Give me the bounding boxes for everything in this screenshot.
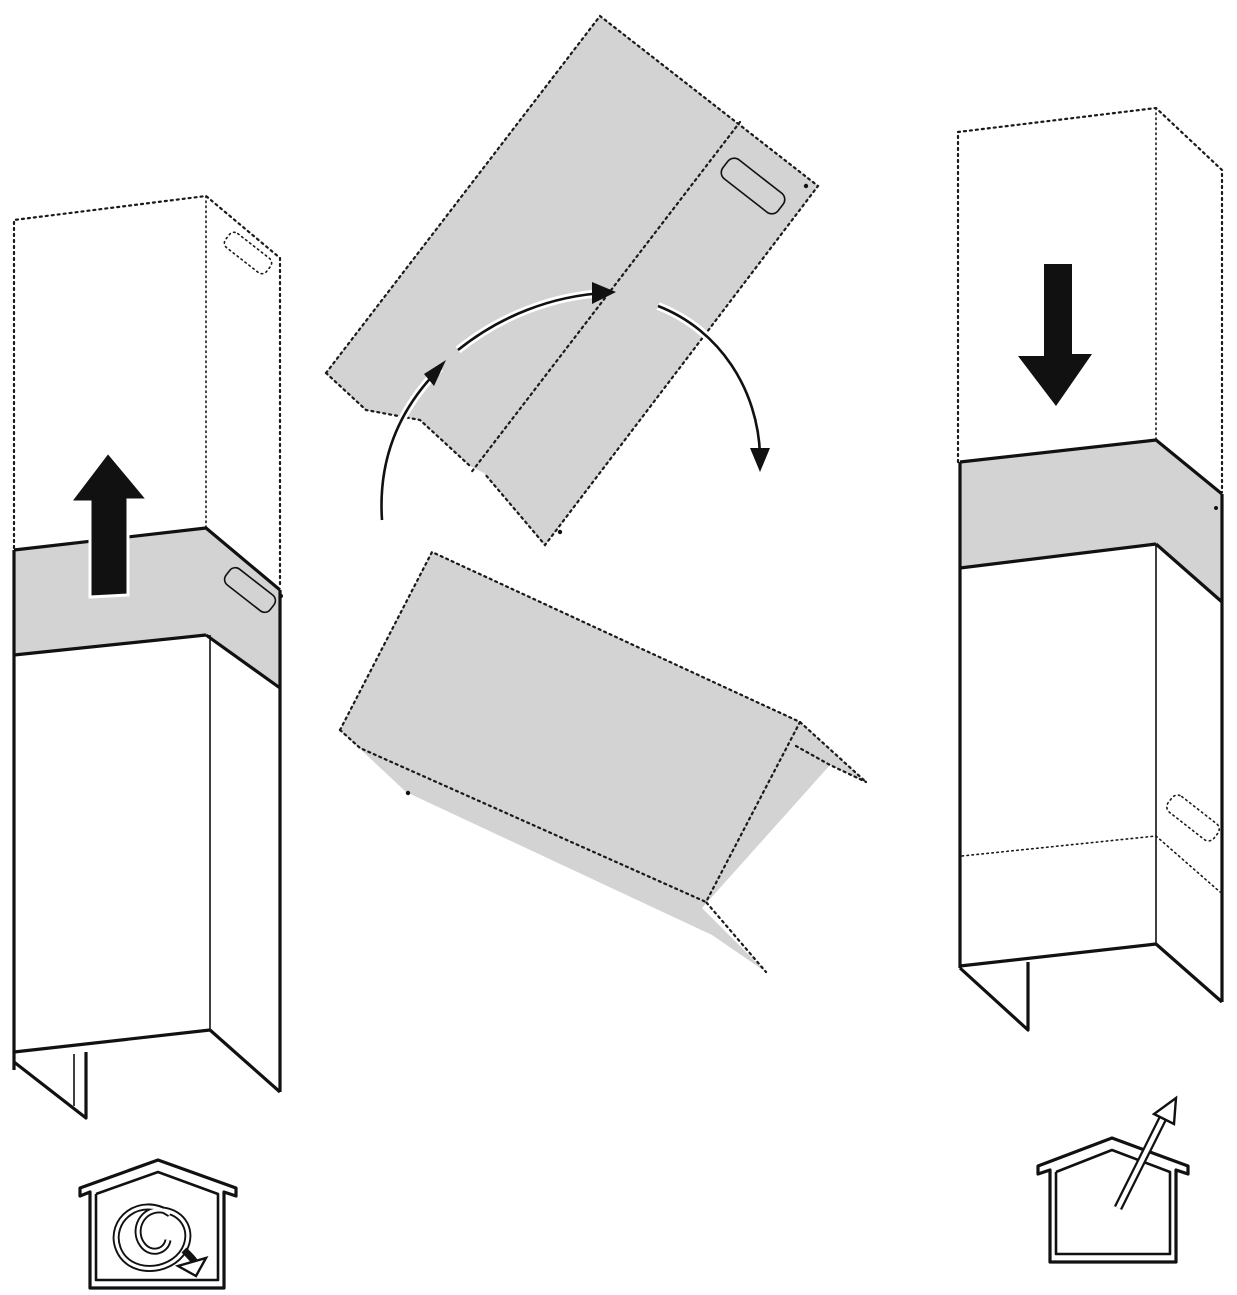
left-chimney-body: [12, 550, 282, 1120]
right-chimney-extension-outline: [956, 106, 1224, 494]
left-chimney-extension-outline: [12, 194, 282, 587]
folded-panel: [338, 550, 868, 974]
flat-panel: [324, 14, 820, 547]
arrow-down-icon: [1018, 264, 1092, 406]
rotate-arrow-icon: [377, 282, 770, 521]
right-chimney: [956, 106, 1224, 1032]
right-chimney-body: [958, 462, 1224, 1032]
house-recirculation-icon: [78, 1158, 238, 1290]
arrow-up-icon: [66, 449, 152, 599]
house-extraction-icon: [1036, 1095, 1190, 1264]
left-chimney: [12, 194, 283, 1120]
right-chimney-collar: [959, 438, 1224, 604]
left-chimney-collar: [13, 526, 283, 690]
